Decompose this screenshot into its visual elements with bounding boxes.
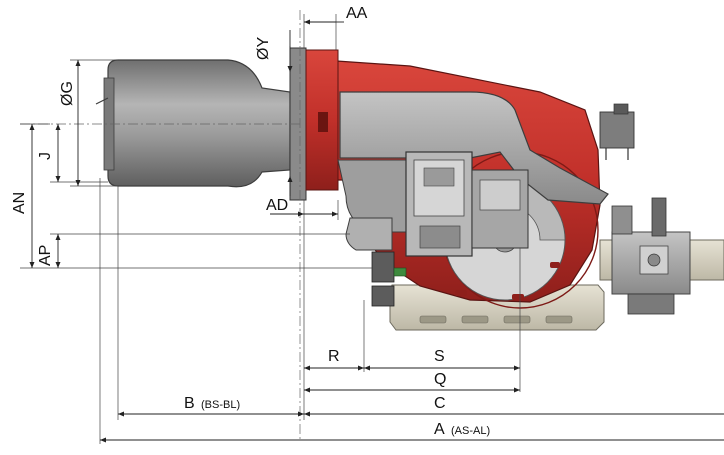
dimension-lines bbox=[29, 19, 724, 443]
label-j: J bbox=[37, 152, 54, 160]
label-og: ØG bbox=[59, 81, 76, 106]
label-ad: AD bbox=[266, 197, 288, 214]
label-oy: ØY bbox=[255, 37, 272, 60]
dimension-labels: AA ØY ØG J AN AP AD R S Q B (BS-BL) C A … bbox=[11, 5, 490, 438]
label-b-note: (BS-BL) bbox=[201, 399, 240, 411]
extension-lines bbox=[20, 14, 521, 444]
label-a-note: (AS-AL) bbox=[451, 425, 490, 437]
label-ap: AP bbox=[37, 245, 54, 266]
air-box bbox=[339, 91, 609, 205]
label-r: R bbox=[328, 348, 340, 365]
blast-tube bbox=[107, 59, 291, 188]
label-s: S bbox=[434, 348, 445, 365]
label-a: A bbox=[434, 421, 445, 438]
label-an: AN bbox=[11, 192, 28, 214]
burner-illustration bbox=[95, 47, 724, 331]
label-aa: AA bbox=[346, 5, 368, 22]
elbow-pipe bbox=[345, 217, 393, 251]
label-b: B bbox=[184, 395, 195, 412]
label-q: Q bbox=[434, 371, 446, 388]
center-lines bbox=[20, 10, 301, 440]
label-c: C bbox=[434, 395, 446, 412]
